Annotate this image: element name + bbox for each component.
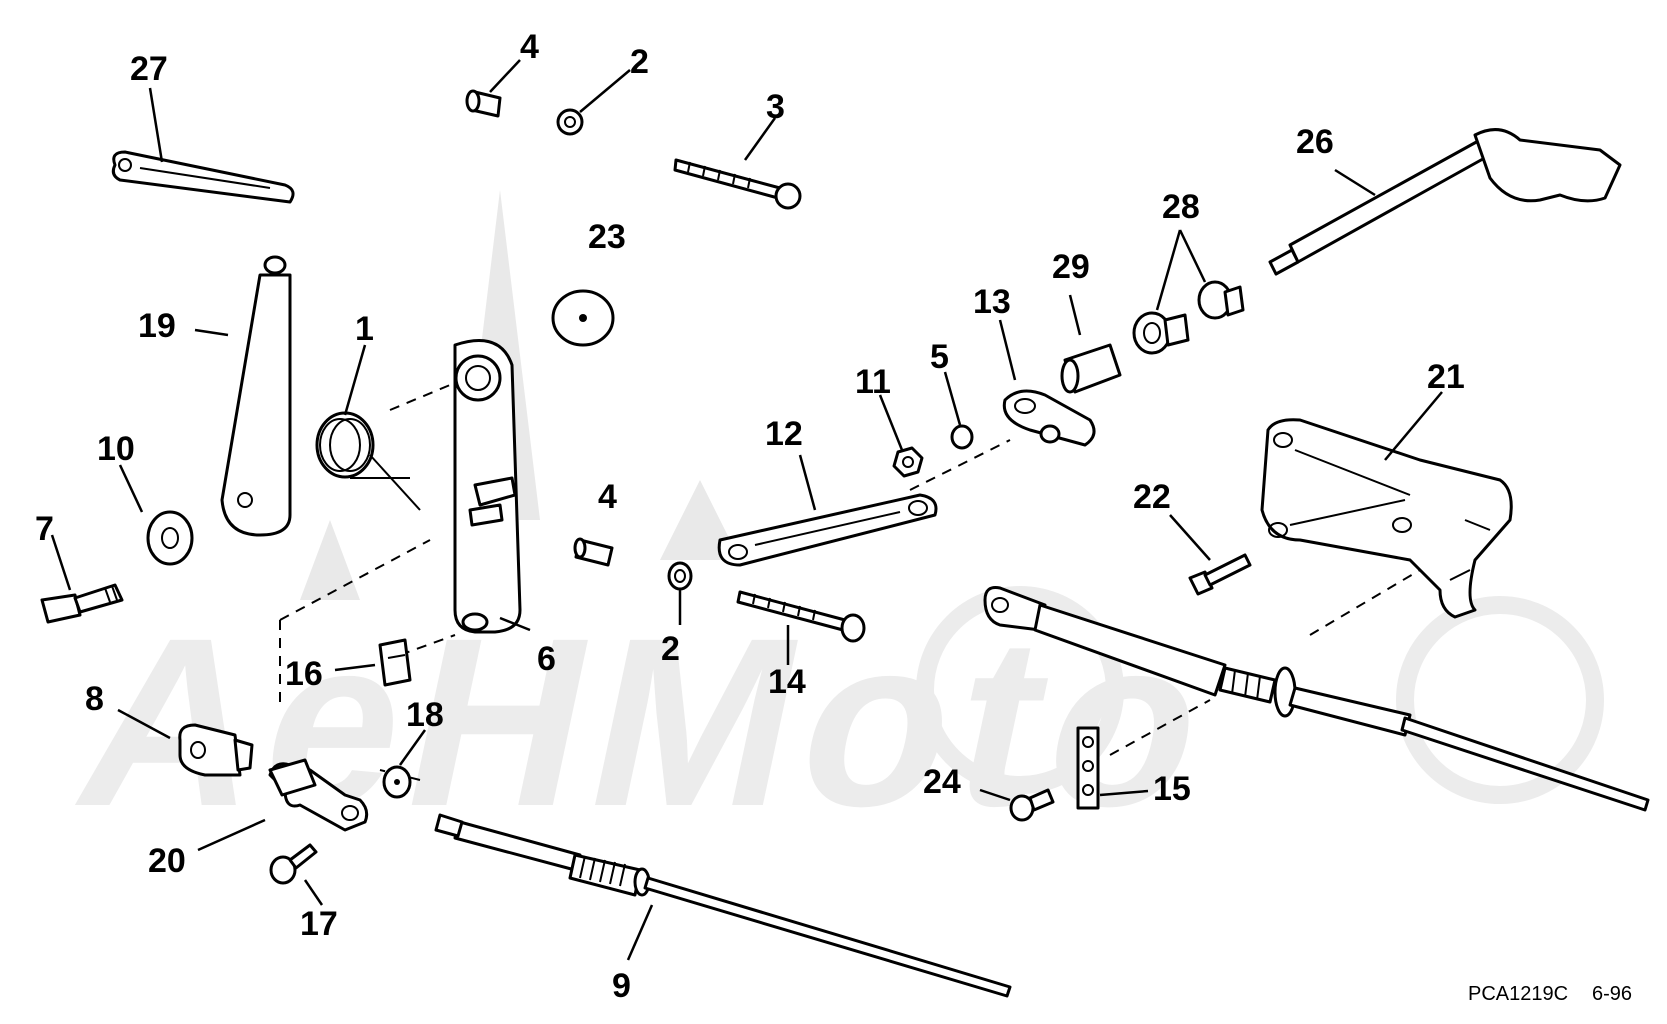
callout-4-mid: 4 (598, 478, 617, 516)
part-6-arm (453, 339, 522, 634)
callout-24: 24 (923, 763, 961, 801)
footer: PCA1219C 6-96 (1468, 983, 1632, 1005)
part-5-washer (950, 424, 974, 450)
part-27-link (111, 150, 295, 204)
callout-20: 20 (148, 842, 186, 880)
callout-26: 26 (1296, 123, 1334, 161)
part-21-bracket (1260, 418, 1513, 619)
callout-12: 12 (765, 415, 803, 453)
callout-11: 11 (855, 363, 891, 401)
part-29-sleeve (1060, 343, 1122, 394)
part-cable-right (983, 586, 1650, 812)
part-15-plate (1076, 726, 1100, 810)
part-4-bushing-top (465, 89, 502, 118)
callout-16: 16 (285, 655, 323, 693)
part-13-plate (1002, 389, 1096, 447)
part-1-spring (315, 411, 421, 511)
part-3-screw (673, 158, 802, 210)
part-4-bushing-mid (573, 537, 614, 567)
callout-6: 6 (537, 640, 556, 678)
part-11-nut (892, 446, 924, 478)
part-8-clevis (178, 723, 254, 777)
part-10-washer (146, 510, 194, 566)
callout-21: 21 (1427, 358, 1465, 396)
callouts: 4 2 3 27 23 19 1 10 7 4 6 16 8 18 20 17 … (35, 28, 1465, 1005)
part-17-screw (269, 843, 318, 885)
callout-3: 3 (766, 88, 785, 126)
callout-9: 9 (612, 967, 631, 1005)
part-20-bracket (268, 758, 369, 832)
callout-15: 15 (1153, 770, 1191, 808)
callout-22: 22 (1133, 478, 1171, 516)
part-26-shaft (1268, 128, 1622, 276)
callout-17: 17 (300, 905, 338, 943)
part-2-nut-top (556, 108, 584, 136)
callout-29: 29 (1052, 248, 1090, 286)
part-23-washer (551, 289, 615, 347)
callout-27: 27 (130, 50, 168, 88)
callout-18: 18 (406, 696, 444, 734)
part-7-bolt (40, 583, 124, 624)
leader-lines (50, 59, 1443, 961)
part-18-washer (382, 765, 412, 799)
diagram-code: PCA1219C (1468, 983, 1568, 1005)
part-2-nut-mid (667, 561, 693, 591)
callout-7: 7 (35, 510, 54, 548)
diagram-date: 6-96 (1592, 983, 1632, 1005)
part-19-lever (220, 255, 292, 537)
part-9-cable (434, 813, 1012, 998)
callout-5: 5 (930, 338, 949, 376)
callout-1: 1 (355, 310, 374, 348)
part-24-bolt (1009, 788, 1055, 822)
callout-8: 8 (85, 680, 104, 718)
callout-13: 13 (973, 283, 1011, 321)
callout-2-top: 2 (630, 43, 649, 81)
callout-28: 28 (1162, 188, 1200, 226)
callout-2-mid: 2 (661, 630, 680, 668)
part-28-bushings (1132, 280, 1245, 355)
assembly-lines (279, 384, 1421, 781)
callout-10: 10 (97, 430, 135, 468)
part-12-link (717, 493, 938, 567)
part-16-clip (378, 638, 412, 687)
watermark-wheel-right (1396, 596, 1604, 804)
part-22-bolt (1188, 553, 1252, 596)
callout-14: 14 (768, 663, 806, 701)
callout-23: 23 (588, 218, 626, 256)
callout-19: 19 (138, 307, 176, 345)
callout-4-top: 4 (520, 28, 539, 66)
part-14-screw (736, 590, 866, 643)
watermark-skyline (300, 190, 740, 600)
